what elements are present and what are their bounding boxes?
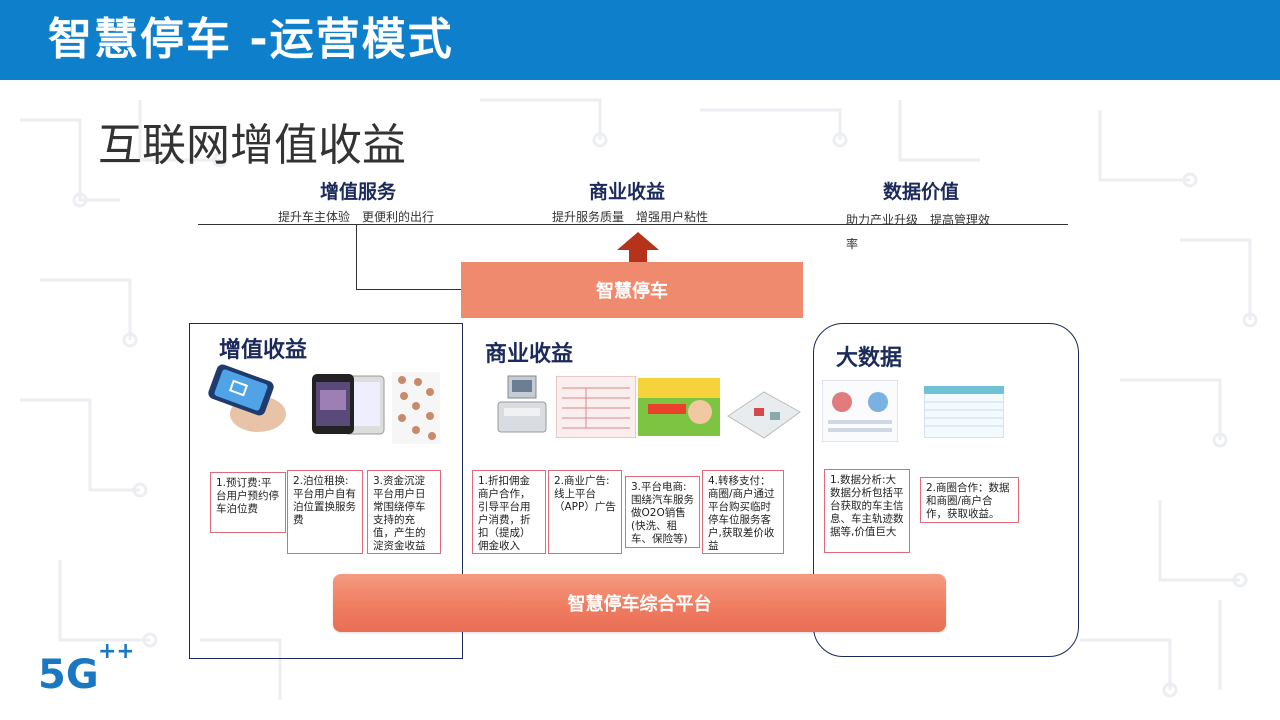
- invoice-image: [556, 376, 636, 438]
- circuit-background: [20, 98, 1258, 700]
- svg-text:++: ++: [98, 639, 132, 664]
- commercial-card-1: 1.折扣佣金商户合作，引导平台用户消费，折扣（提成）佣金收入: [472, 470, 546, 554]
- value-added-panel: [189, 323, 463, 659]
- commercial-card-3: 3.平台电商:围绕汽车服务做O2O销售(快洗、租车、保险等): [625, 476, 700, 548]
- pos-terminal-image: [497, 375, 547, 433]
- value-card-2: 2.泊位租换:平台用户自有泊位置换服务费: [287, 470, 363, 554]
- title-bar: 智慧停车 -运营模式: [0, 0, 1280, 80]
- up-arrow-icon: [617, 232, 659, 270]
- top-column-commercial: 商业收益 提升服务质量 增强用户粘性: [552, 180, 722, 226]
- integrated-platform-bar: 智慧停车综合平台: [333, 574, 946, 632]
- top-column-value-service: 增值服务 提升车主体验 更便利的出行: [278, 180, 448, 226]
- big-data-card-1: 1.数据分析:大数据分析包括平台获取的车主信息、车主轨迹数据等,价值巨大: [824, 469, 910, 553]
- top-column-desc: 助力产业升级 提高管理效率: [846, 213, 991, 251]
- analytics-dashboard-image: [822, 380, 898, 442]
- parking-map-image: [727, 391, 801, 439]
- smart-parking-box: 智慧停车: [461, 262, 803, 318]
- big-data-title: 大数据: [836, 346, 903, 371]
- phone-in-hand-image: [208, 364, 286, 432]
- connector-line: [356, 225, 357, 290]
- top-column-heading: 商业收益: [588, 181, 665, 203]
- top-column-data-value: 数据价值 助力产业升级 提高管理效率: [846, 180, 996, 256]
- tablets-image: [312, 374, 385, 435]
- page-title: 智慧停车 -运营模式: [48, 14, 454, 65]
- top-column-desc: 提升车主体验 更便利的出行: [278, 210, 435, 224]
- big-data-panel: [813, 323, 1079, 657]
- value-card-3: 3.资金沉淀平台用户日常围绕停车支持的充值，产生的淀资金收益: [367, 470, 441, 554]
- big-data-card-2: 2.商圈合作：数据和商圈/商户合作，获取收益。: [920, 477, 1019, 523]
- top-column-desc: 提升服务质量 增强用户粘性: [552, 210, 709, 224]
- commercial-card-2: 2.商业广告:线上平台（APP）广告: [548, 470, 622, 554]
- 5g-logo-icon: 5G ++: [38, 639, 135, 698]
- top-column-heading: 增值服务: [319, 181, 396, 203]
- commercial-title: 商业收益: [485, 342, 574, 367]
- top-column-heading: 数据价值: [882, 181, 959, 203]
- section-subtitle: 互联网增值收益: [98, 120, 406, 171]
- commercial-card-4: 4.转移支付：商圈/商户通过平台购买临时停车位服务客户,获取差价收益: [702, 470, 784, 554]
- ad-banner-image: [638, 378, 720, 436]
- avatar-collage-image: [392, 372, 440, 444]
- data-table-image: [924, 386, 1004, 438]
- divider-line: [198, 224, 1068, 225]
- value-added-title: 增值收益: [219, 338, 308, 363]
- connector-line: [356, 289, 462, 290]
- value-card-1: 1.预订费:平台用户预约停车泊位费: [210, 472, 286, 533]
- svg-text:5G: 5G: [38, 652, 99, 696]
- 5g-logo: 5G ++: [36, 636, 135, 700]
